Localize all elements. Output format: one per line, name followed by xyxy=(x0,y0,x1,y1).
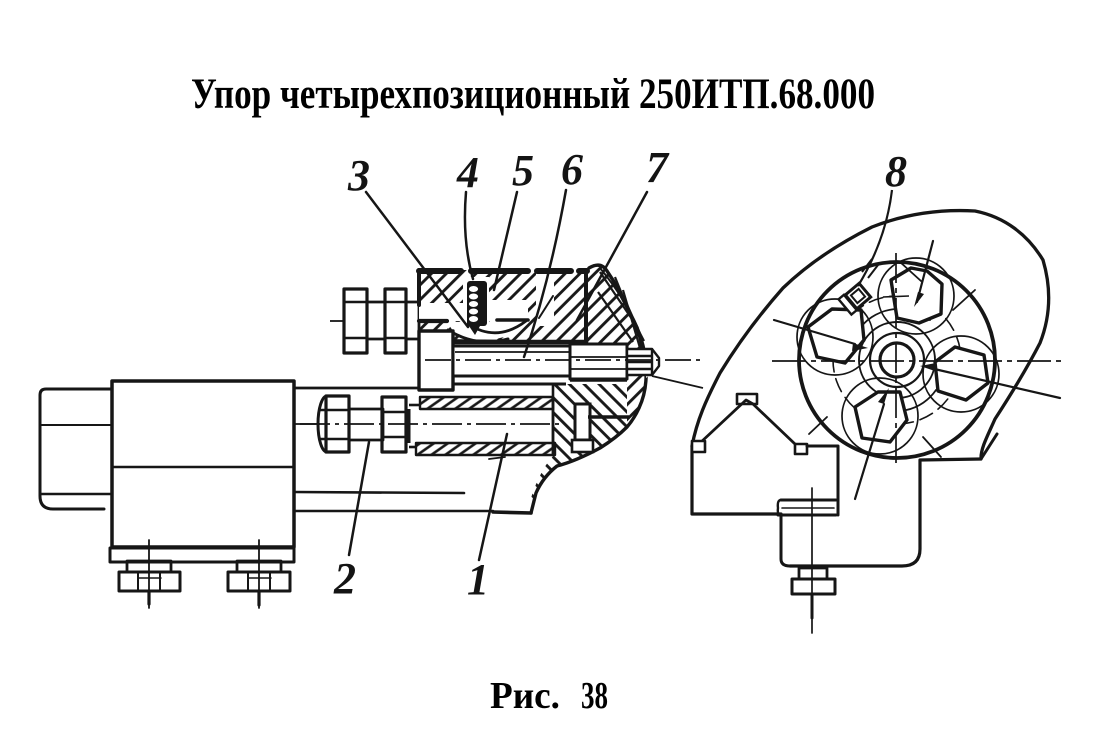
svg-text:6: 6 xyxy=(561,145,583,194)
svg-text:8: 8 xyxy=(885,147,907,196)
svg-text:4: 4 xyxy=(456,148,479,197)
svg-text:38: 38 xyxy=(581,675,608,717)
svg-text:5: 5 xyxy=(512,146,534,195)
svg-text:1: 1 xyxy=(467,555,489,604)
svg-text:7: 7 xyxy=(646,143,670,192)
svg-text:Рис.: Рис. xyxy=(490,675,560,717)
svg-text:Упор четырехпозиционный 250ИТ: Упор четырехпозиционный 250ИТП.68.000 xyxy=(191,71,875,118)
svg-text:3: 3 xyxy=(347,151,370,200)
svg-text:2: 2 xyxy=(333,554,356,603)
